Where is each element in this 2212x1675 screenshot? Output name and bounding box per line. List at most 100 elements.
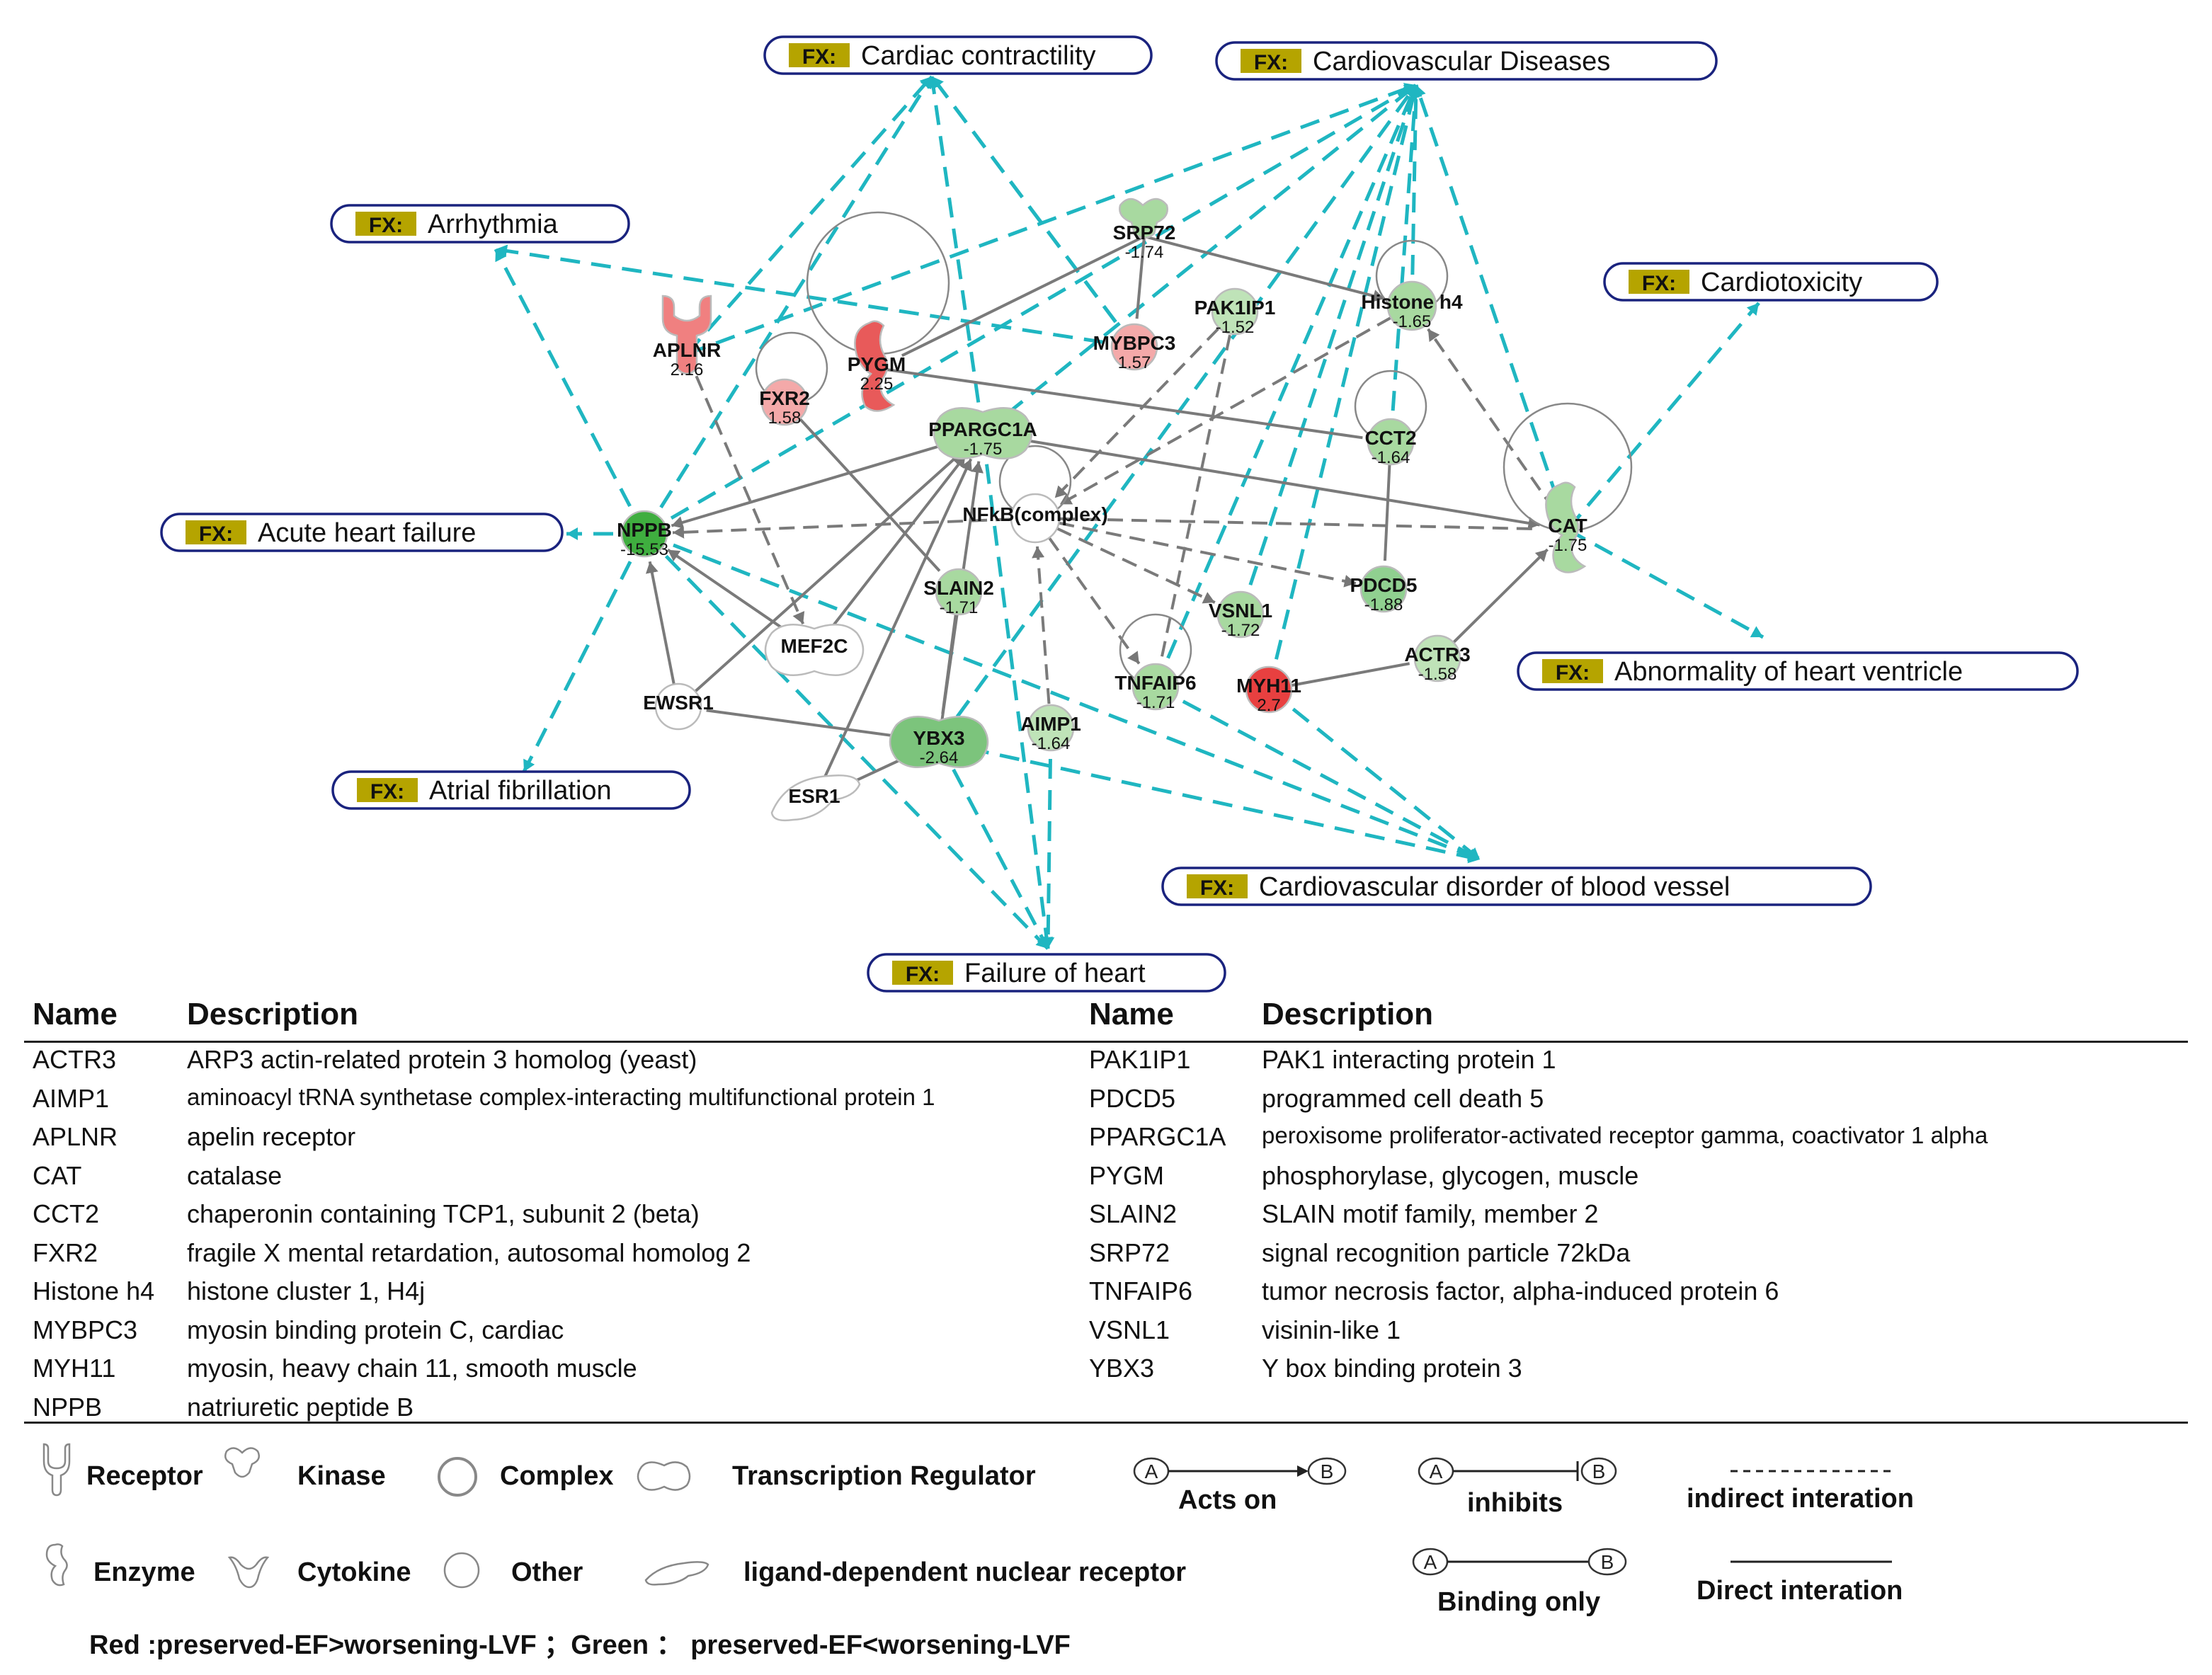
legend-binding-only-label: Binding only [1437, 1587, 1601, 1617]
node-value: 2.25 [860, 375, 894, 394]
legend-color-note: Red :preserved-EF>worsening-LVF ；Green ：… [89, 1630, 1071, 1660]
node-esr1: ESR1 [770, 774, 861, 822]
node-value: -15.53 [620, 540, 668, 559]
table-cell-description: chaperonin containing TCP1, subunit 2 (b… [187, 1199, 700, 1228]
node-srp72: SRP72-1.74 [1113, 198, 1175, 262]
node-value: 2.16 [671, 360, 704, 379]
binding-node-b: B [1601, 1551, 1614, 1573]
table-cell-description: aminoacyl tRNA synthetase complex-intera… [187, 1083, 935, 1110]
molecule-edge [876, 367, 1363, 440]
molecule-edge [1054, 310, 1236, 499]
fx-label: Cardiovascular disorder of blood vessel [1259, 872, 1730, 902]
table-cell-name: PYGM [1089, 1160, 1165, 1190]
molecule-edge [982, 432, 1540, 530]
fx-tag: FX: [1200, 876, 1234, 900]
fx-label: Abnormality of heart ventricle [1614, 657, 1963, 687]
acts-on-node-a: A [1145, 1460, 1158, 1482]
node-label: NFkB(complex) [962, 503, 1107, 525]
legend-indirect-label: indirect interation [1687, 1484, 1914, 1514]
node-cat: CAT-1.75 [1545, 481, 1587, 573]
node-ewsr1: EWSR1 [643, 682, 714, 731]
fx-label: Acute heart failure [258, 518, 476, 548]
fx-edge [1566, 527, 1765, 639]
legend-shapes: A B A B A B [42, 1443, 1892, 1589]
node-label: SLAIN2 [923, 577, 994, 599]
fx-edge [644, 532, 1481, 862]
node-value: -1.52 [1216, 318, 1255, 337]
node-actr3: ACTR3-1.58 [1404, 634, 1471, 684]
table-cell-description: Y box binding protein 3 [1262, 1354, 1522, 1383]
node-nfkb: NFkB(complex) [962, 493, 1108, 544]
left-name-header: Name [33, 997, 118, 1031]
fx-label: Cardiotoxicity [1701, 268, 1862, 297]
fx-cardiovascular-disorder-blood-vessel: FX: Cardiovascular disorder of blood vess… [1161, 867, 1872, 906]
node-label: ACTR3 [1404, 644, 1470, 665]
table-cell-name: CCT2 [33, 1199, 100, 1228]
molecule-edge [1032, 546, 1052, 728]
other-shape-icon [443, 1552, 480, 1589]
node-value: -1.64 [1032, 734, 1071, 753]
table-cell-name: NPPB [33, 1392, 103, 1422]
fx-cardiovascular-diseases: FX: Cardiovascular Diseases [1215, 41, 1718, 81]
node-value: -1.71 [1136, 693, 1175, 712]
legend-ligand-receptor-label: ligand-dependent nuclear receptor [743, 1557, 1186, 1587]
molecule-edge [813, 458, 973, 801]
molecule-edge [1034, 517, 1216, 604]
fx-label: Cardiac contractility [861, 41, 1096, 71]
legend-acts-on-label: Acts on [1178, 1485, 1277, 1515]
fx-edge [937, 741, 1050, 950]
node-label: PPARGC1A [928, 418, 1037, 440]
legend-complex-label: Complex [500, 1461, 614, 1491]
table-cell-name: PPARGC1A [1089, 1122, 1226, 1151]
node-label: NPPB [617, 519, 672, 541]
table-cell-name: TNFAIP6 [1089, 1276, 1193, 1305]
table-cell-name: VSNL1 [1089, 1315, 1170, 1344]
node-label: APLNR [653, 339, 721, 361]
molecule-edge [1034, 517, 1357, 588]
fx-acute-heart-failure: FX: Acute heart failure [160, 513, 564, 552]
molecule-edge [1034, 517, 1540, 531]
table-cell-name: MYBPC3 [33, 1315, 138, 1344]
table-cell-name: SLAIN2 [1089, 1199, 1178, 1228]
table-cell-name: FXR2 [33, 1237, 98, 1267]
node-label: PYGM [848, 353, 906, 375]
table-cell-name: YBX3 [1089, 1354, 1155, 1383]
fx-edge [686, 83, 1417, 356]
node-label: MEF2C [781, 635, 848, 657]
node-pak1ip1: PAK1IP1-1.52 [1195, 287, 1275, 337]
table-cell-name: PDCD5 [1089, 1083, 1176, 1113]
fx-tag: FX: [1254, 51, 1288, 74]
node-ppargc1a: PPARGC1A-1.75 [928, 407, 1037, 459]
inhibits-node-a: A [1430, 1460, 1443, 1482]
table-cell-name: AIMP1 [33, 1083, 110, 1113]
node-label: CAT [1548, 515, 1587, 537]
molecule-edges [645, 235, 1569, 801]
node-vsnl1: VSNL1-1.72 [1209, 590, 1272, 640]
molecule-edge [813, 455, 967, 651]
fx-edge [938, 740, 1481, 864]
fx-tag: FX: [199, 522, 233, 546]
node-label: FXR2 [759, 387, 810, 409]
node-value: -1.64 [1372, 448, 1410, 467]
node-value: -1.74 [1125, 243, 1164, 262]
node-cct2: CCT2-1.64 [1364, 418, 1417, 467]
binding-node-a: A [1424, 1551, 1437, 1573]
node-value: -1.65 [1393, 312, 1432, 331]
enzyme-shape-icon [45, 1543, 68, 1587]
molecule-edge [1059, 304, 1413, 506]
fx-tag: FX: [802, 45, 836, 69]
fx-edge [1566, 302, 1760, 531]
right-name-header: Name [1089, 997, 1174, 1031]
table-cell-name: APLNR [33, 1122, 118, 1151]
fx-tag: FX: [1556, 661, 1590, 685]
fx-label: Cardiovascular Diseases [1313, 47, 1610, 76]
legend-other-label: Other [511, 1557, 583, 1587]
table-cell-name: SRP72 [1089, 1237, 1170, 1267]
